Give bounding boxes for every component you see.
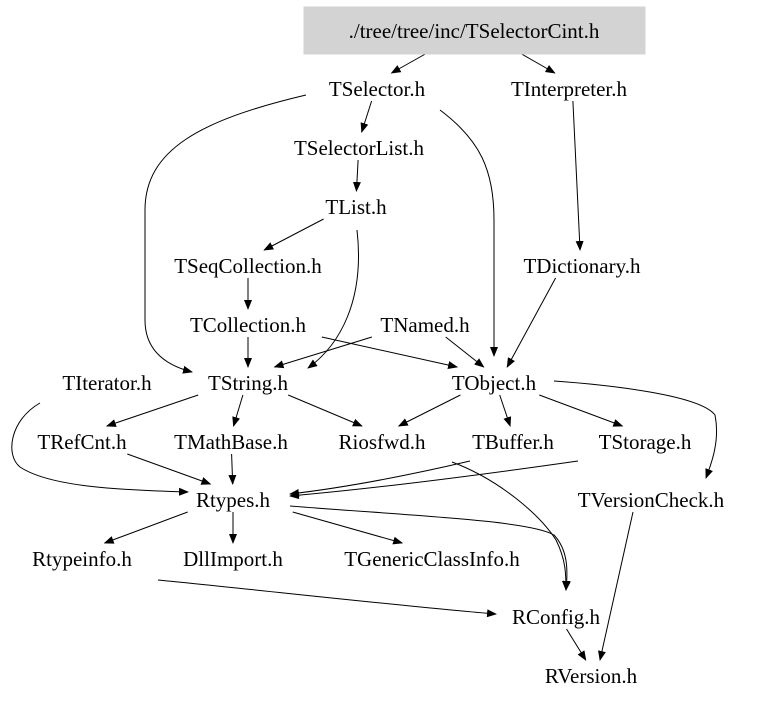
edge-n1-n11 [439, 109, 498, 357]
node-n10[interactable]: TString.h [208, 371, 288, 395]
edge-layer [11, 42, 718, 661]
node-label: TNamed.h [380, 313, 470, 337]
node-label: TVersionCheck.h [578, 488, 725, 512]
node-label: TString.h [208, 371, 288, 395]
edge-n8-n11 [445, 336, 485, 368]
node-label: TMathBase.h [174, 430, 288, 454]
edge-n17-n22 [289, 505, 571, 591]
edge-n10-n12 [105, 394, 199, 427]
edge-n12-n17 [127, 453, 212, 485]
node-n9[interactable]: TIterator.h [62, 371, 152, 395]
edge-n18-n23 [598, 511, 634, 661]
node-n17[interactable]: Rtypes.h [196, 488, 271, 512]
node-label: TStorage.h [599, 430, 692, 454]
node-n20[interactable]: DllImport.h [183, 547, 283, 571]
node-n14[interactable]: Riosfwd.h [339, 430, 426, 454]
edge-n22-n23 [566, 628, 587, 661]
node-n5[interactable]: TSeqCollection.h [174, 254, 322, 278]
edge-n17-n21 [292, 511, 404, 545]
edge-n4-n5 [263, 218, 324, 251]
node-label: TIterator.h [62, 371, 152, 395]
node-label: ./tree/tree/inc/TSelectorCint.h [349, 19, 600, 43]
node-label: Riosfwd.h [339, 430, 426, 454]
node-label: TCollection.h [190, 313, 307, 337]
node-n19[interactable]: Rtypeinfo.h [32, 547, 132, 571]
node-label: Rtypeinfo.h [32, 547, 132, 571]
node-label: TRefCnt.h [37, 430, 127, 454]
edge-n6-n11 [506, 277, 557, 368]
edge-n11-n15 [499, 394, 512, 427]
node-label: TBuffer.h [472, 430, 554, 454]
edge-n13-n17 [228, 453, 237, 485]
edge-n7-n11 [321, 336, 459, 369]
node-n11[interactable]: TObject.h [452, 371, 537, 395]
edge-n16-n17 [289, 460, 579, 500]
node-label: TObject.h [452, 371, 537, 395]
node-label: DllImport.h [183, 547, 283, 571]
node-label: TInterpreter.h [511, 77, 628, 101]
edge-n9-n17 [11, 402, 189, 496]
edge-n15-n17 [289, 460, 471, 497]
edge-n17-n19 [103, 511, 188, 544]
edge-n1-n10 [144, 94, 307, 374]
node-n4[interactable]: TList.h [325, 195, 387, 219]
edge-n11-n14 [397, 394, 461, 427]
edge-n8-n10 [273, 336, 373, 369]
node-label: TGenericClassInfo.h [344, 547, 520, 571]
node-label: RConfig.h [512, 605, 601, 629]
node-n6[interactable]: TDictionary.h [523, 254, 641, 278]
node-n2[interactable]: TInterpreter.h [511, 77, 628, 101]
node-label: Rtypes.h [196, 488, 271, 512]
node-n1[interactable]: TSelector.h [329, 77, 426, 101]
node-label: RVersion.h [545, 664, 638, 688]
node-label: TSelectorList.h [294, 136, 425, 160]
node-n15[interactable]: TBuffer.h [472, 430, 554, 454]
edge-n19-n22 [157, 579, 497, 618]
node-layer: ./tree/tree/inc/TSelectorCint.hTSelector… [32, 6, 725, 688]
node-n7[interactable]: TCollection.h [190, 313, 307, 337]
node-n16[interactable]: TStorage.h [599, 430, 692, 454]
node-n22[interactable]: RConfig.h [512, 605, 601, 629]
node-n23[interactable]: RVersion.h [545, 664, 638, 688]
node-n21[interactable]: TGenericClassInfo.h [344, 547, 520, 571]
edge-n11-n16 [539, 394, 624, 427]
edge-n1-n3 [360, 100, 373, 133]
edge-n11-n18 [553, 380, 718, 479]
edge-n3-n4 [352, 159, 361, 192]
node-n3[interactable]: TSelectorList.h [294, 136, 425, 160]
root-node-box [303, 6, 646, 55]
node-label: TSeqCollection.h [174, 254, 322, 278]
edge-n2-n6 [572, 100, 584, 251]
edge-n10-n14 [288, 394, 363, 427]
node-label: TList.h [325, 195, 387, 219]
edge-n10-n13 [232, 394, 244, 427]
node-n8[interactable]: TNamed.h [380, 313, 470, 337]
node-n13[interactable]: TMathBase.h [174, 430, 288, 454]
node-label: TDictionary.h [523, 254, 641, 278]
node-n18[interactable]: TVersionCheck.h [578, 488, 725, 512]
edge-n4-n10 [307, 229, 359, 369]
node-label: TSelector.h [329, 77, 426, 101]
node-n0[interactable]: ./tree/tree/inc/TSelectorCint.h [303, 6, 646, 55]
node-n12[interactable]: TRefCnt.h [37, 430, 127, 454]
